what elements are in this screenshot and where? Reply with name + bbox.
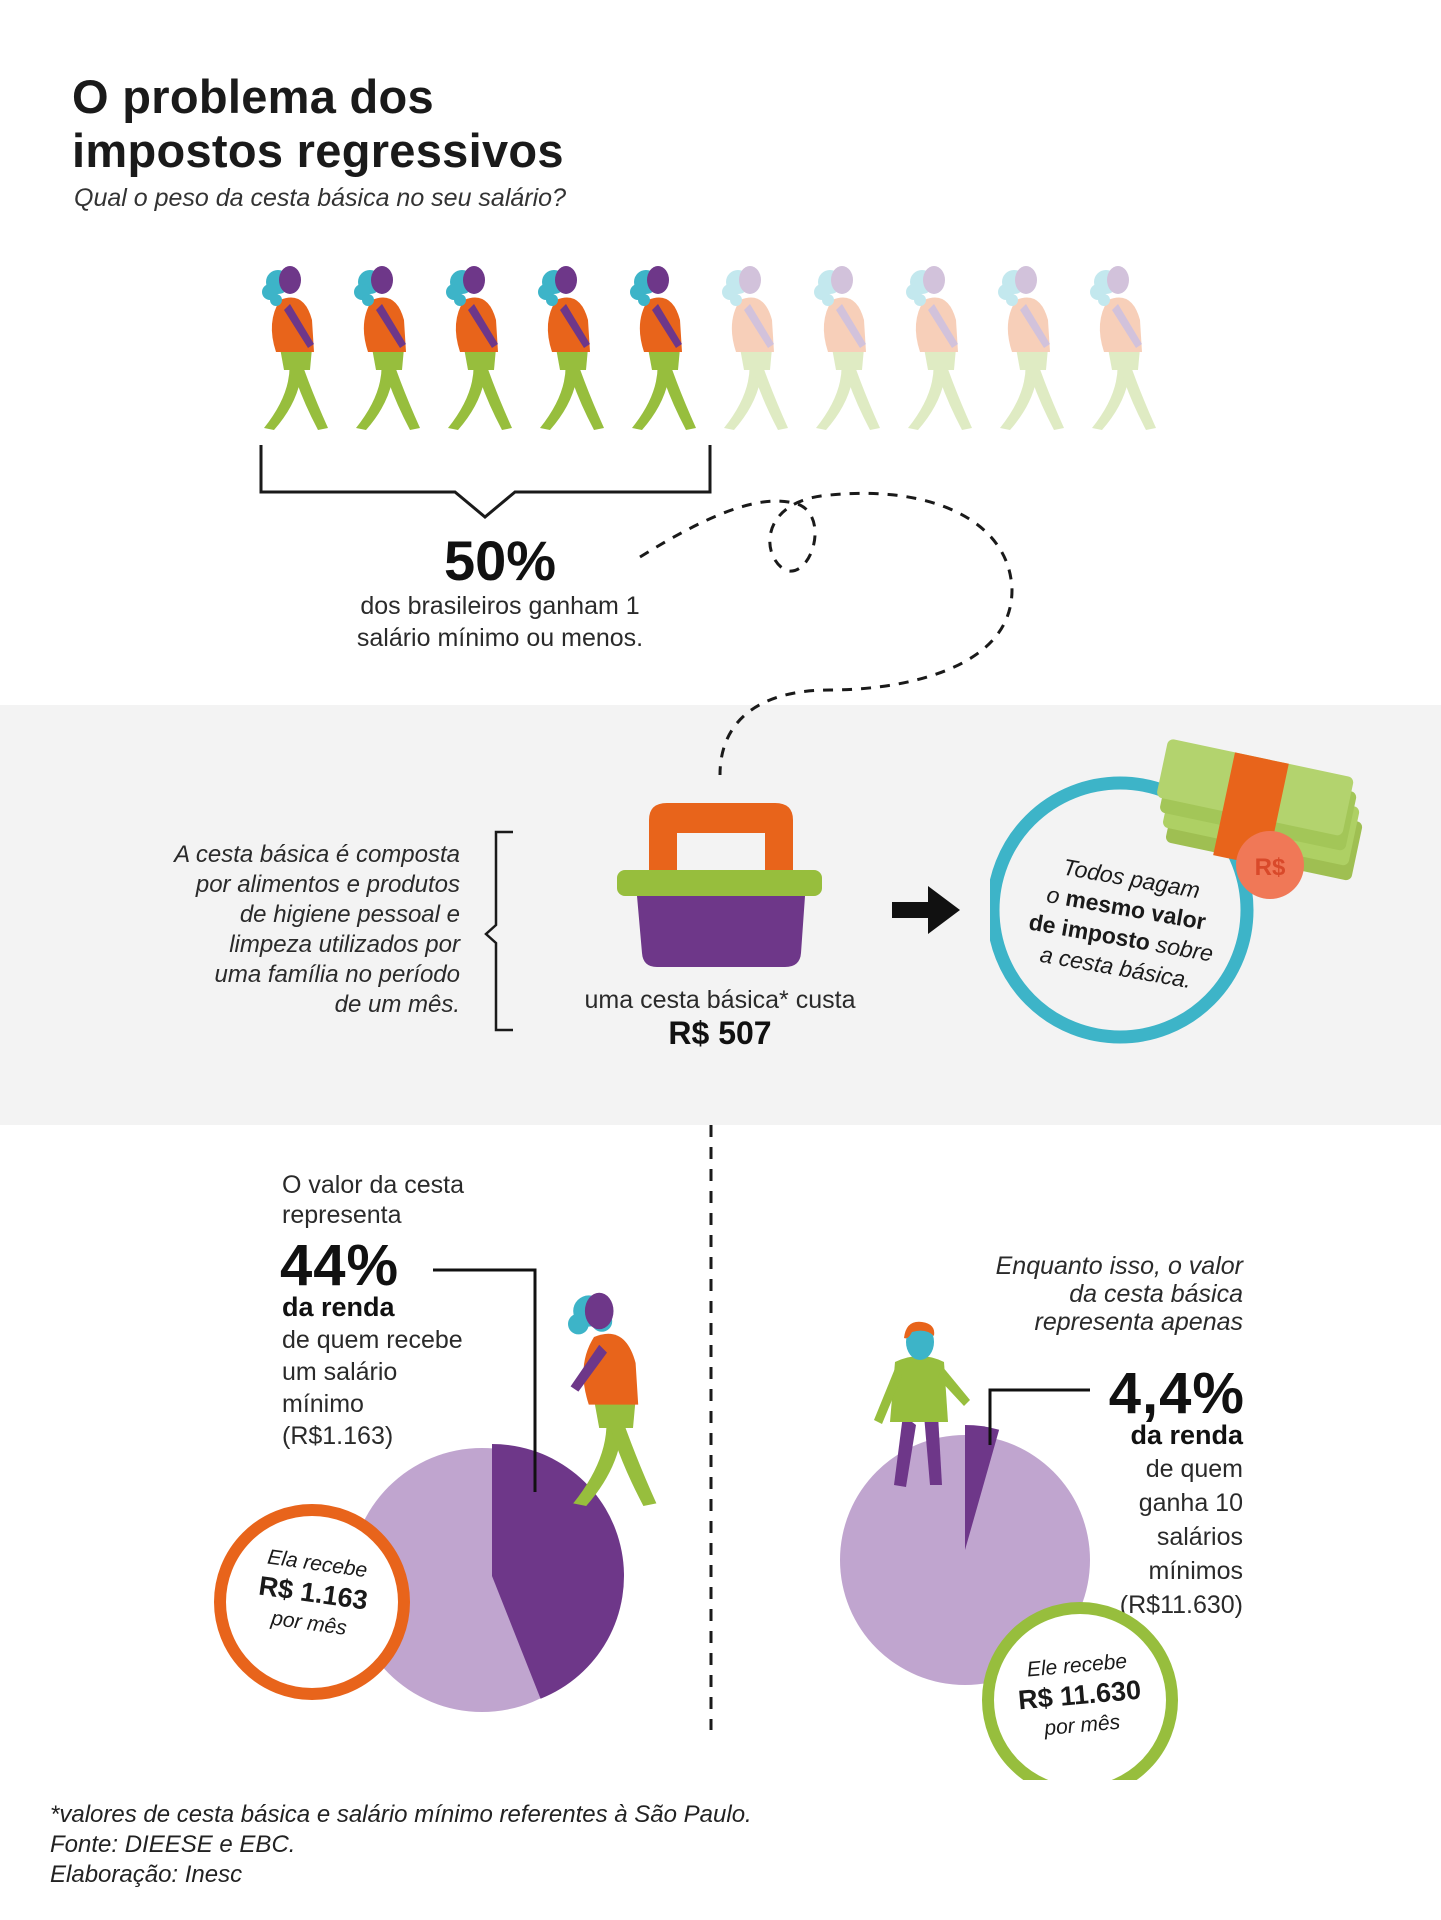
right-pie-chart: Ele recebe R$ 11.630 por mês: [840, 1321, 1178, 1780]
left-detail-line: (R$1.163): [282, 1422, 394, 1450]
tax-line-2-plain: o: [1045, 881, 1068, 910]
right-detail-line: mínimos: [1148, 1557, 1243, 1585]
stat-50-line: salário mínimo ou menos.: [356, 624, 644, 652]
description-line: de higiene pessoal e: [239, 901, 460, 928]
basket-icon: [617, 803, 822, 967]
left-intro: O valor da cesta representa: [282, 1170, 464, 1230]
right-intro-line: representa apenas: [1034, 1308, 1243, 1336]
basket-cost-label: uma cesta básica* custa: [584, 986, 856, 1014]
right-intro: Enquanto isso, o valor da cesta básica r…: [900, 1252, 1243, 1336]
footer-source: Fonte: DIEESE e EBC.: [50, 1831, 296, 1858]
right-detail-line: (R$11.630): [1119, 1591, 1243, 1619]
arrow-right-icon: [892, 886, 960, 934]
page-title: O problema dos impostos regressivos: [72, 70, 564, 177]
footer-credit: Elaboração: Inesc: [50, 1861, 243, 1888]
left-detail-line: um salário: [282, 1358, 398, 1386]
right-intro-line: Enquanto isso, o valor: [995, 1252, 1243, 1280]
left-income-badge: [214, 1504, 410, 1700]
right-stat-bold-label: da renda: [1130, 1420, 1243, 1450]
left-stat-bold-label: da renda: [282, 1292, 395, 1322]
description-line: por alimentos e produtos: [195, 871, 460, 898]
left-intro-line: representa: [282, 1201, 402, 1229]
description-line: uma família no período: [214, 961, 460, 988]
coin-label: R$: [1255, 854, 1286, 881]
left-stat-value: 44%: [280, 1233, 400, 1298]
left-detail-line: de quem recebe: [282, 1326, 463, 1354]
right-detail-line: ganha 10: [1138, 1489, 1243, 1517]
stat-50-line: dos brasileiros ganham 1: [360, 592, 640, 620]
description-line: de um mês.: [334, 991, 460, 1018]
left-pie-chart: Ela recebe R$ 1.163 por mês: [214, 1268, 657, 1712]
right-detail-line: de quem: [1145, 1455, 1243, 1483]
description-brace: [484, 830, 513, 1032]
right-pie-share-slice: [965, 1425, 1000, 1550]
right-stat-value: 4,4%: [1108, 1361, 1245, 1426]
tax-circle: R$ Todos pagam o mesmo valor de imposto …: [990, 739, 1363, 1044]
left-intro-line: O valor da cesta: [282, 1171, 465, 1199]
page-subtitle: Qual o peso da cesta básica no seu salár…: [74, 184, 566, 212]
left-pie-share-slice: [492, 1444, 625, 1699]
left-stat-detail: de quem recebe um salário mínimo (R$1.16…: [282, 1324, 463, 1452]
stat-50-percent: 50%: [443, 529, 557, 592]
right-intro-line: da cesta básica: [1069, 1280, 1243, 1308]
footer: *valores de cesta básica e salário mínim…: [50, 1800, 752, 1890]
left-detail-line: mínimo: [282, 1390, 364, 1418]
description-line: limpeza utilizados por: [229, 931, 460, 958]
basket-description: A cesta básica é composta por alimentos …: [100, 840, 460, 1020]
description-line: A cesta básica é composta: [174, 841, 460, 868]
bracket: [259, 445, 712, 519]
right-stat-detail: de quem ganha 10 salários mínimos (R$11.…: [1000, 1452, 1243, 1622]
stat-50-description: dos brasileiros ganham 1 salário mínimo …: [300, 590, 700, 654]
man-standing-icon: [874, 1321, 970, 1487]
right-income-badge: [982, 1602, 1178, 1780]
basket-cost-value: R$ 507: [668, 1015, 772, 1051]
footer-note: *valores de cesta básica e salário mínim…: [50, 1801, 752, 1828]
woman-walking-icon: [568, 1292, 657, 1506]
right-detail-line: salários: [1156, 1523, 1243, 1551]
